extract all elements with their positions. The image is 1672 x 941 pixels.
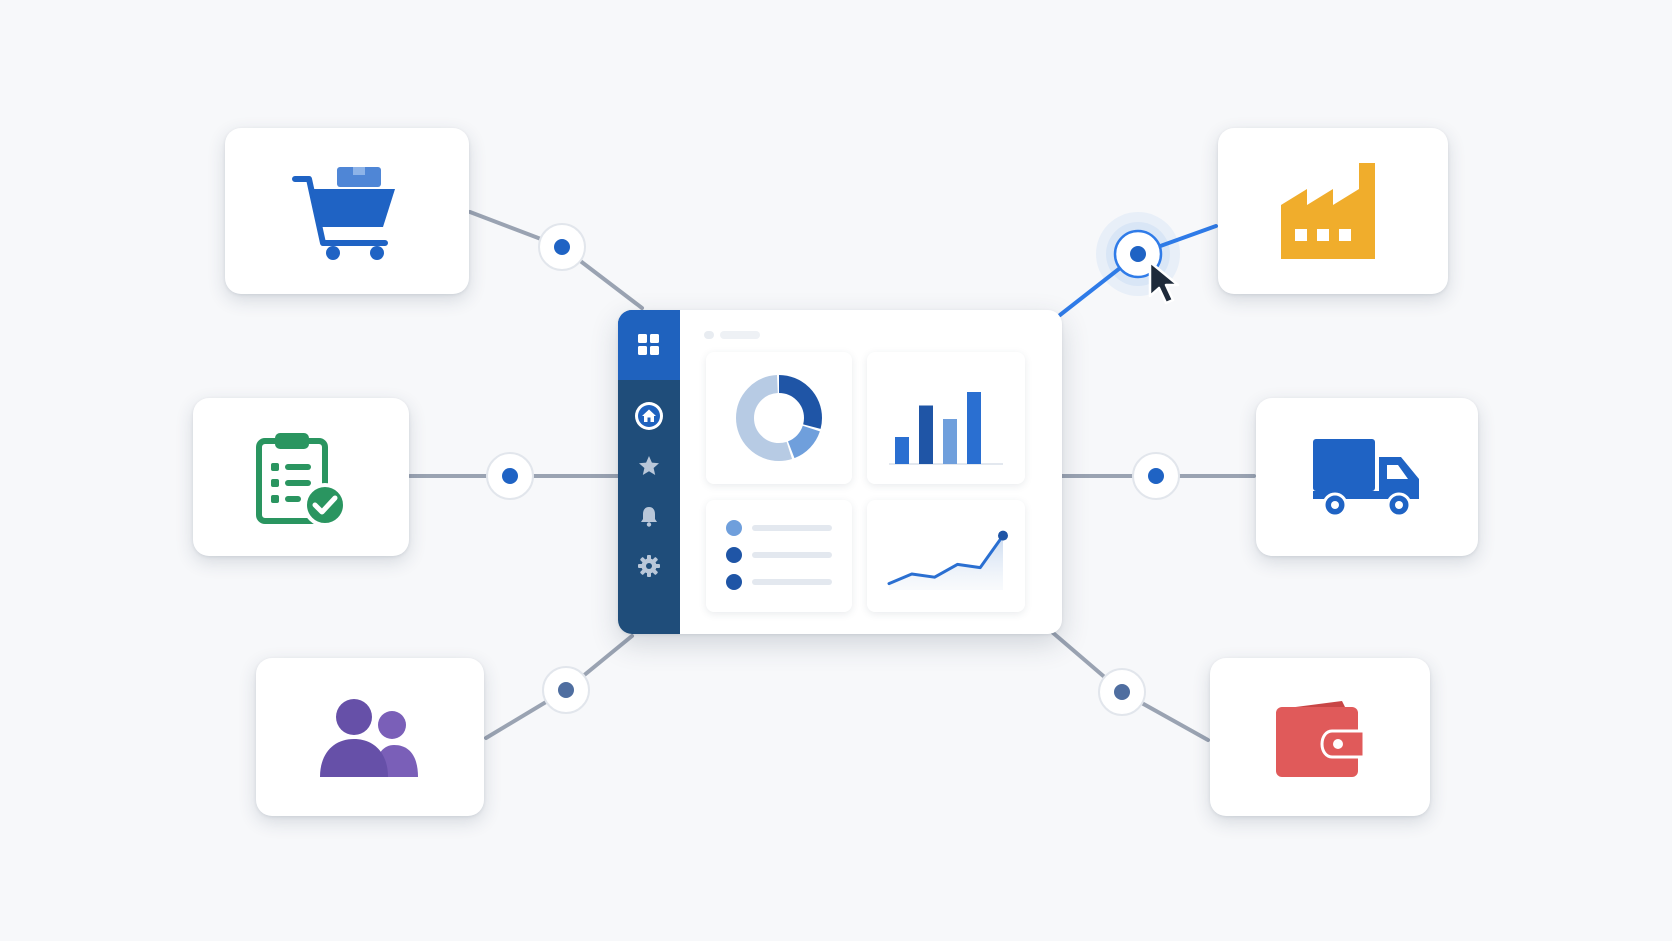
users-group-icon — [320, 699, 418, 777]
sidebar-bell-button[interactable] — [618, 496, 680, 536]
connector-node-checklist[interactable] — [486, 452, 534, 500]
star-icon — [639, 456, 659, 475]
connector-node-truck[interactable] — [1132, 452, 1180, 500]
bar-chart-widget[interactable] — [867, 352, 1025, 484]
node-card-factory[interactable] — [1218, 128, 1448, 294]
delivery-truck-icon — [1313, 439, 1419, 518]
line-endpoint — [998, 530, 1008, 541]
line-chart — [887, 530, 1008, 590]
bar — [895, 437, 909, 464]
sidebar-grid-button[interactable] — [618, 310, 680, 380]
grid-icon — [638, 334, 659, 355]
line-chart-widget[interactable] — [867, 500, 1025, 612]
donut-chart — [736, 375, 822, 461]
mouse-cursor-icon — [1148, 260, 1180, 305]
list-widget[interactable] — [706, 500, 852, 612]
bar — [943, 419, 957, 464]
sidebar-star-button[interactable] — [618, 446, 680, 486]
dashboard-window — [618, 310, 1062, 634]
sidebar-home-button[interactable] — [618, 396, 680, 436]
connector-node-team[interactable] — [542, 666, 590, 714]
node-card-truck[interactable] — [1256, 398, 1478, 556]
donut-segment — [736, 375, 822, 461]
donut-segment — [736, 375, 822, 461]
node-card-checklist[interactable] — [193, 398, 409, 556]
bar — [919, 405, 933, 464]
line-area — [889, 535, 1003, 590]
node-card-team[interactable] — [256, 658, 484, 816]
line-series — [887, 534, 1005, 586]
bar — [967, 392, 981, 464]
wallet-icon — [1276, 701, 1366, 777]
sidebar-settings-button[interactable] — [618, 546, 680, 586]
node-card-wallet[interactable] — [1210, 658, 1430, 816]
home-icon — [635, 402, 663, 430]
shopping-cart-icon — [292, 167, 395, 260]
list-item — [726, 574, 832, 590]
dashboard-sidebar — [618, 310, 680, 634]
dashboard-header-placeholder — [704, 331, 760, 339]
list-placeholder — [726, 520, 832, 590]
list-item — [726, 520, 832, 536]
bar-chart — [889, 392, 1003, 465]
clipboard-checklist-icon — [256, 433, 347, 527]
list-item — [726, 547, 832, 563]
factory-icon — [1281, 163, 1375, 259]
node-card-cart[interactable] — [225, 128, 469, 294]
connector-node-wallet[interactable] — [1098, 668, 1146, 716]
donut-chart-widget[interactable] — [706, 352, 852, 484]
bell-icon — [641, 507, 657, 527]
gear-icon — [638, 555, 660, 577]
connector-node-cart[interactable] — [538, 223, 586, 271]
